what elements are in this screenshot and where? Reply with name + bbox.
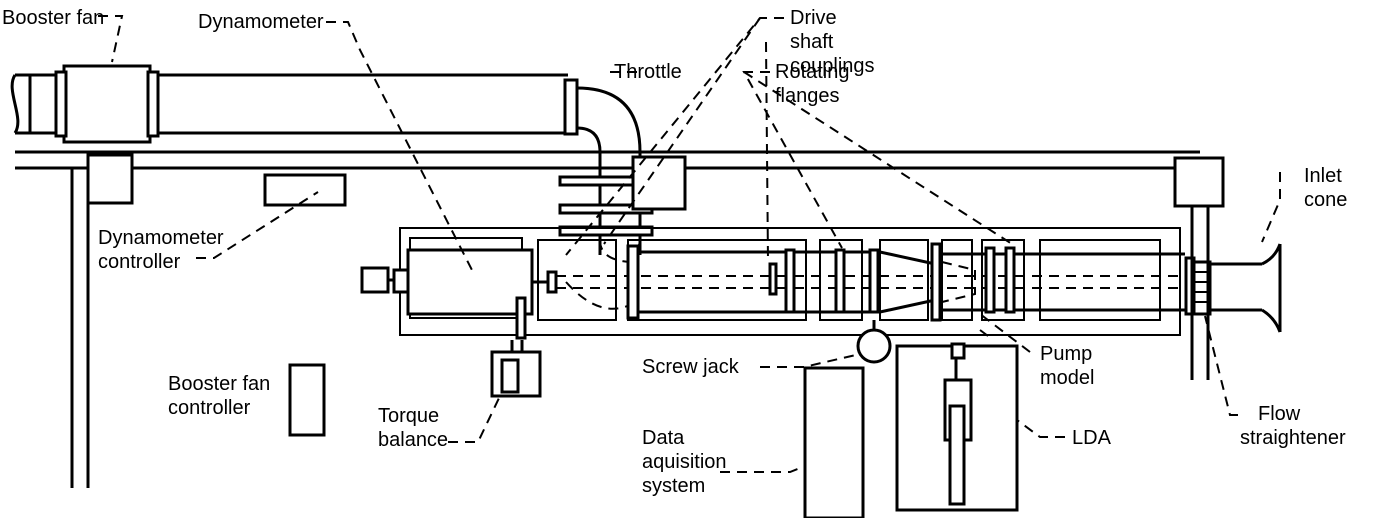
label-torque-balance: Torque balance: [378, 405, 448, 451]
inlet-assembly: [1184, 206, 1282, 380]
label-lda: LDA: [1072, 427, 1112, 449]
data-acquisition-box: [803, 366, 865, 518]
drive-shaft: [556, 239, 1180, 310]
support-frame: [15, 150, 1200, 488]
torque-balance-unit: [490, 296, 542, 398]
booster-fan-controller-box: [288, 363, 326, 437]
label-rotating: Rotating: [775, 61, 850, 83]
lda-unit: [895, 342, 1019, 512]
label-pump-model: Pump model: [1040, 343, 1098, 389]
label-straightener: straightener: [1240, 427, 1346, 449]
label-drive-shaft-couplings: Drive shaft couplings: [790, 7, 875, 77]
label-booster-fan-controller: Booster fan controller: [168, 373, 276, 419]
label-balance: balance: [378, 429, 448, 451]
label-inlet: Inlet: [1304, 165, 1342, 187]
label-controller-line2: controller: [98, 251, 181, 273]
label-data: Data: [642, 427, 685, 449]
label-flow-straightener: Flow straightener: [1240, 403, 1346, 449]
label-torque: Torque: [378, 405, 439, 427]
rail-box-dynamometer-controller: [263, 173, 347, 207]
screw-jack-unit: [856, 320, 892, 364]
label-dynamometer-controller: Dynamometer controller: [98, 227, 229, 273]
label-inlet-cone: Inlet cone: [1304, 165, 1347, 211]
label-booster-fan: Booster fan: [2, 7, 104, 29]
label-flow: Flow: [1258, 403, 1301, 425]
label-throttle: Throttle: [614, 61, 682, 83]
label-rotating-flanges: Rotating flanges: [775, 61, 855, 107]
label-booster-fan-line1: Booster fan: [168, 373, 270, 395]
dynamometer-unit: [360, 248, 558, 316]
label-aquisition: aquisition: [642, 451, 727, 473]
rail-box-inlet: [1173, 156, 1225, 208]
label-cone: cone: [1304, 189, 1347, 211]
label-screw-jack: Screw jack: [642, 356, 740, 378]
label-pump: Pump: [1040, 343, 1092, 365]
label-shaft: shaft: [790, 31, 834, 53]
label-system: system: [642, 475, 705, 497]
label-data-acquisition-system: Data aquisition system: [642, 427, 732, 497]
label-flanges: flanges: [775, 85, 840, 107]
test-duct: [626, 242, 1185, 322]
label-couplings: couplings: [790, 55, 875, 77]
label-booster-controller-line2: controller: [168, 397, 251, 419]
label-model: model: [1040, 367, 1094, 389]
pipe-elbow: [563, 78, 642, 255]
label-drive: Drive: [790, 7, 837, 29]
label-dynamometer: Dynamometer: [198, 11, 324, 33]
booster-fan: [54, 64, 160, 205]
label-dynamometer-line1: Dynamometer: [98, 227, 224, 249]
leader-lines: [98, 15, 1281, 473]
